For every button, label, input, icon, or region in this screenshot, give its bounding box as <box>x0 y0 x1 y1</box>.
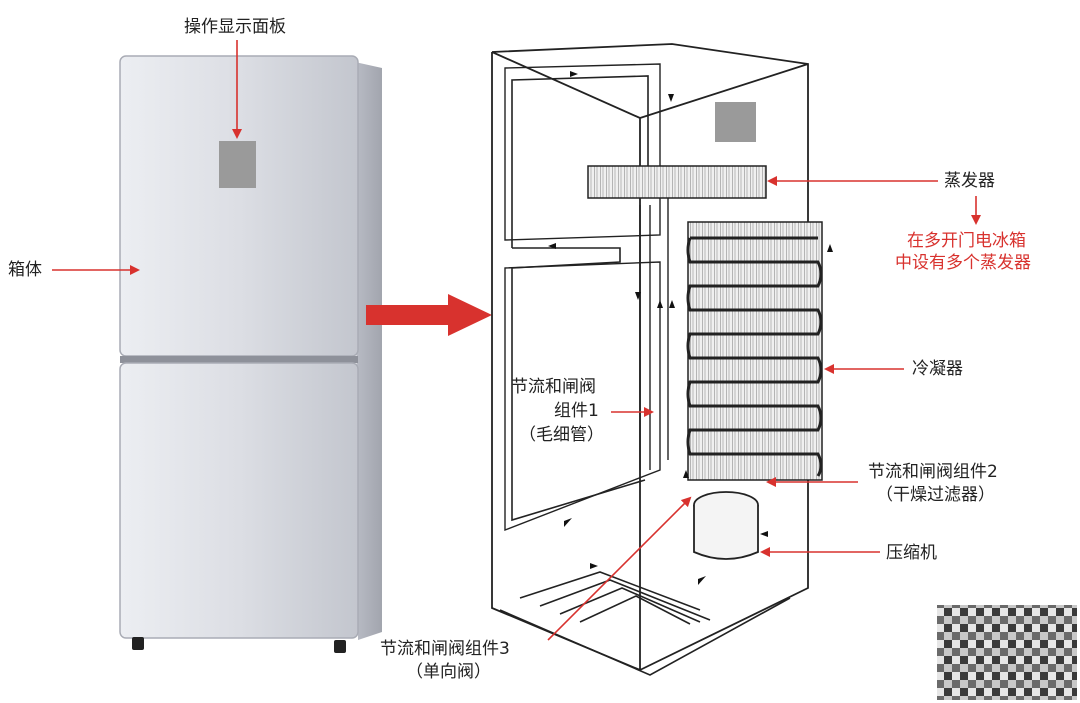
label-throttle2-line2: （干燥过滤器） <box>876 485 995 505</box>
cutaway-lower-compartment <box>504 261 661 532</box>
flow-arrows <box>548 71 833 585</box>
fridge-foot-right <box>334 640 346 653</box>
label-throttle3-line1: 节流和闸阀组件3 <box>380 639 510 659</box>
fridge-foot-left <box>132 637 144 650</box>
label-throttle2-line1: 节流和闸阀组件2 <box>868 462 998 482</box>
label-evaporator-note-2: 中设有多个蒸发器 <box>895 253 1031 273</box>
label-control-panel: 操作显示面板 <box>184 17 286 37</box>
fridge-cutaway-drawing <box>491 43 823 676</box>
capillary-tube <box>639 180 669 470</box>
label-throttle3-line2: （单向阀） <box>406 662 491 682</box>
fridge-door-gap <box>120 356 358 363</box>
label-throttle1-line2: 组件1 <box>554 401 599 421</box>
cutaway-upper-compartment <box>504 63 661 241</box>
label-throttle1-line1: 节流和闸阀 <box>511 377 596 397</box>
control-display-panel <box>219 141 256 188</box>
refrigerator-photo <box>119 55 382 653</box>
refrigerant-line-mid <box>511 247 646 522</box>
qr-code-mosaic <box>937 605 1077 700</box>
label-evaporator-note-1: 在多开门电冰箱 <box>907 231 1026 251</box>
refrigerant-line-upper <box>511 75 649 248</box>
fridge-upper-door <box>119 55 359 357</box>
label-compressor: 压缩机 <box>886 543 937 563</box>
label-cabinet: 箱体 <box>8 260 42 280</box>
throttle3-label-arrow <box>547 496 692 641</box>
back-gray-box <box>715 102 756 142</box>
condenser-unit <box>687 221 823 481</box>
label-condenser: 冷凝器 <box>912 359 963 379</box>
fridge-side <box>355 62 382 640</box>
big-transition-arrow <box>366 294 492 336</box>
bottom-coil <box>499 571 791 676</box>
fridge-lower-door <box>119 362 359 639</box>
evaporator-unit <box>587 165 767 199</box>
label-evaporator: 蒸发器 <box>944 171 995 191</box>
condenser-coils <box>686 236 823 477</box>
compressor-body <box>693 505 759 560</box>
label-throttle1-line3: （毛细管） <box>519 425 604 445</box>
